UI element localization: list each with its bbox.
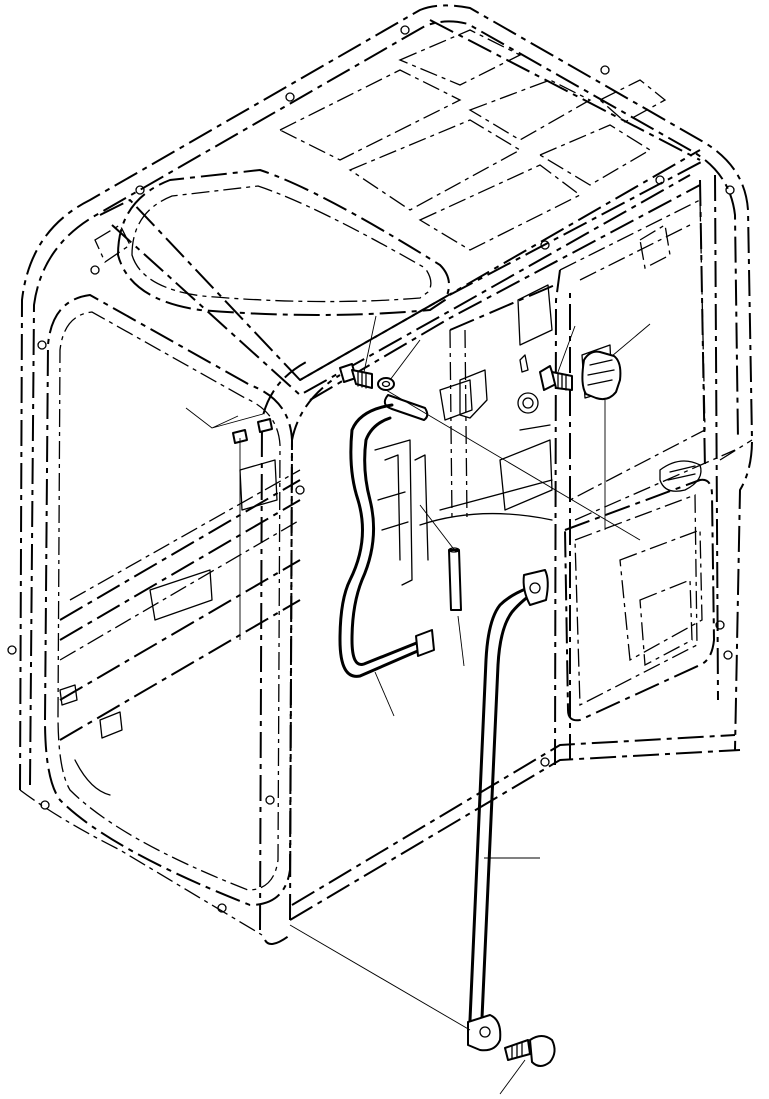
rear-handrail xyxy=(467,569,549,1052)
clip-pair xyxy=(232,418,273,444)
washer xyxy=(377,377,395,391)
leader-lines xyxy=(185,315,651,1095)
mount-bolt-right xyxy=(539,365,573,391)
cab-frame-phantom xyxy=(19,4,753,945)
front-grab-bar xyxy=(338,394,435,678)
spacer-pin xyxy=(448,547,462,611)
frame-fastener-heads xyxy=(7,25,735,913)
mount-bolt-top xyxy=(339,363,373,389)
cap-plug xyxy=(581,350,622,401)
bottom-bolt xyxy=(504,1035,556,1067)
